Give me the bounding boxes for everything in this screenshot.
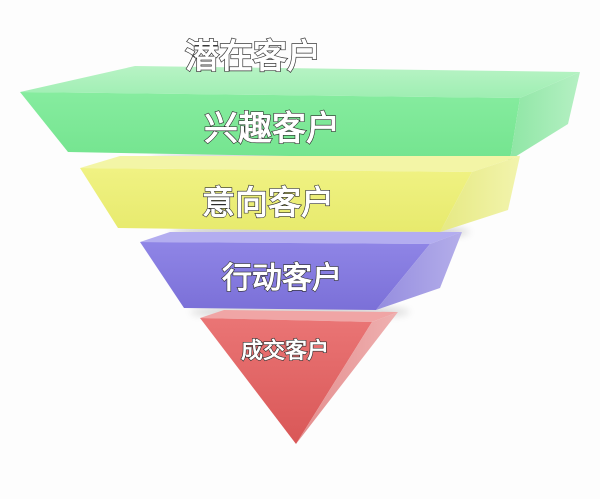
funnel-tier-purple xyxy=(140,232,462,310)
tier-front-face xyxy=(200,318,372,444)
tier-side-face xyxy=(510,72,580,160)
tier-top-face xyxy=(80,156,520,172)
funnel-tier-red xyxy=(200,310,398,444)
tier-label-potential: 潜在客户 xyxy=(185,37,321,77)
tier-side-face xyxy=(296,312,398,444)
tier-front-face xyxy=(20,92,520,160)
funnel-tier-yellow xyxy=(80,156,520,232)
tier-top-face xyxy=(200,310,398,322)
tier-front-face xyxy=(140,242,430,310)
tier-top-face xyxy=(20,66,580,98)
tier-label-interest: 兴趣客户 xyxy=(204,109,340,149)
funnel-tier-green xyxy=(20,66,580,160)
tier-label-action: 行动客户 xyxy=(221,261,342,296)
tier-side-face xyxy=(376,232,462,310)
tier-side-face xyxy=(440,156,520,232)
tier-front-face xyxy=(80,168,472,232)
tier-label-intent: 意向客户 xyxy=(202,183,334,222)
tier-label-closed: 成交客户 xyxy=(241,338,329,364)
tier-top-face xyxy=(140,232,462,244)
